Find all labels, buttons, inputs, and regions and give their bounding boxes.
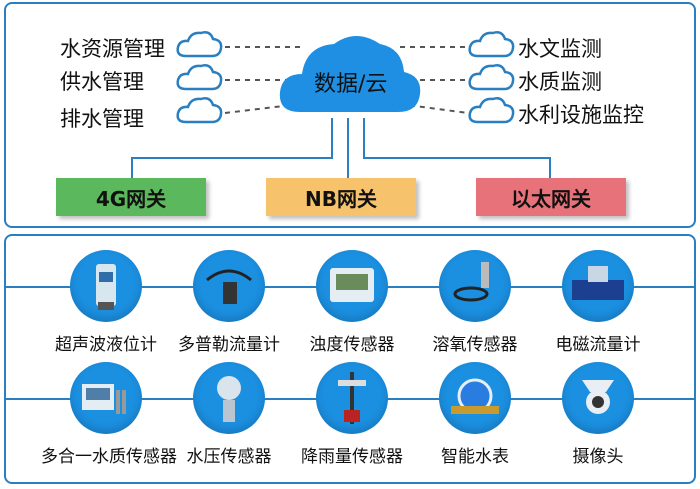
device-doppler-flowmeter: 多普勒流量计 — [164, 250, 294, 355]
doppler-flowmeter-icon — [193, 250, 265, 322]
ultrasonic-level-meter-icon — [70, 250, 142, 322]
device-water-pressure-sensor: 水压传感器 — [164, 362, 294, 467]
gateway-ethernet-label: 以太网关 — [511, 186, 591, 211]
gateway-4g: 4G网关 — [56, 178, 206, 216]
gateway-nb-label: NB网关 — [305, 186, 377, 211]
device-electromagnetic-flowmeter: 电磁流量计 — [533, 250, 663, 355]
turbidity-sensor-icon — [316, 250, 388, 322]
water-pressure-sensor-icon — [193, 362, 265, 434]
device-camera: 摄像头 — [533, 362, 663, 467]
device-ultrasonic-level-meter: 超声波液位计 — [41, 250, 171, 355]
water-pressure-sensor-label: 水压传感器 — [186, 447, 272, 467]
left-item-water-supply: 供水管理 — [60, 70, 144, 94]
device-turbidity-sensor: 浊度传感器 — [287, 250, 417, 355]
gateway-nb: NB网关 — [266, 178, 416, 216]
camera-label: 摄像头 — [572, 447, 624, 467]
device-dissolved-oxygen-sensor: 溶氧传感器 — [410, 250, 540, 355]
central-cloud-icon — [279, 36, 421, 112]
device-smart-water-meter: 智能水表 — [410, 362, 540, 467]
camera-icon — [562, 362, 634, 434]
device-multiparameter-water-quality-sensor: 多合一水质传感器 — [41, 362, 177, 467]
gateway-4g-label: 4G网关 — [95, 186, 167, 211]
left-item-water-resource: 水资源管理 — [60, 37, 165, 61]
smart-water-meter-icon — [439, 362, 511, 434]
right-item-hydrology: 水文监测 — [518, 37, 602, 61]
cloud-icon-right-3 — [468, 97, 515, 124]
cloud-icon-right-1 — [468, 31, 515, 58]
device-rainfall-sensor: 降雨量传感器 — [287, 362, 417, 467]
multiparameter-sensor-label: 多合一水质传感器 — [41, 447, 177, 467]
cloud-center-label: 数据/云 — [314, 72, 388, 97]
multiparameter-sensor-icon — [70, 362, 142, 434]
cloud-icon-right-2 — [468, 64, 515, 91]
cloud-icon-left-3 — [176, 97, 223, 124]
rainfall-sensor-label: 降雨量传感器 — [301, 447, 403, 467]
doppler-flowmeter-label: 多普勒流量计 — [178, 335, 280, 355]
dissolved-oxygen-sensor-label: 溶氧传感器 — [432, 335, 518, 355]
rainfall-sensor-icon — [316, 362, 388, 434]
right-item-facility-monitoring: 水利设施监控 — [518, 103, 644, 127]
dissolved-oxygen-sensor-icon — [439, 250, 511, 322]
ultrasonic-level-meter-label: 超声波液位计 — [55, 335, 157, 355]
electromagnetic-flowmeter-icon — [562, 250, 634, 322]
cloud-icon-left-2 — [176, 64, 223, 91]
connector-ethernet — [363, 118, 551, 178]
gateway-ethernet: 以太网关 — [476, 178, 626, 216]
cloud-icon-left-1 — [176, 31, 223, 58]
smart-water-meter-label: 智能水表 — [441, 447, 509, 467]
connector-4g — [131, 118, 333, 178]
electromagnetic-flowmeter-label: 电磁流量计 — [555, 335, 641, 355]
turbidity-sensor-label: 浊度传感器 — [309, 335, 395, 355]
right-item-water-quality: 水质监测 — [518, 70, 602, 94]
left-item-drainage: 排水管理 — [60, 107, 144, 131]
